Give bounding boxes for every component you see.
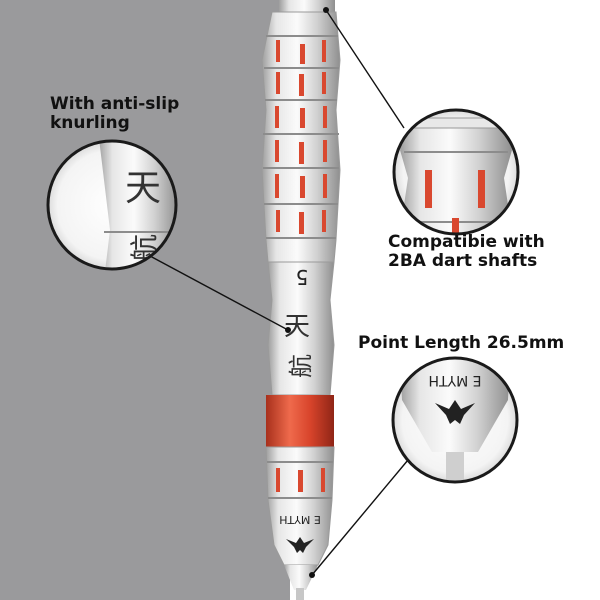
callout-line-point — [311, 459, 409, 576]
caption-point-length-text: Point Length 26.5mm — [358, 333, 565, 353]
caption-knurling-line2: knurling — [50, 113, 130, 133]
callout-line-top — [325, 9, 405, 129]
magnifier-knurling: 天 航 — [46, 139, 178, 271]
caption-knurling: With anti-slip knurling — [50, 95, 179, 133]
caption-point-length: Point Length 26.5mm — [358, 334, 564, 353]
svg-text:天: 天 — [125, 168, 161, 209]
magnified-brand: E MYTH — [428, 372, 481, 388]
caption-knurling-line1: With anti-slip — [50, 94, 180, 114]
engraved-brand: E MYTH — [279, 513, 321, 526]
lower-red-slots — [276, 468, 325, 492]
caption-compat-line2: 2BA dart shafts — [388, 251, 538, 271]
engraved-glyph-2: 航 — [287, 354, 315, 378]
svg-text:航: 航 — [128, 234, 161, 262]
eagle-emblem-icon — [286, 537, 314, 553]
white-background-panel — [290, 0, 600, 600]
caption-compat-line1: Compatibie with — [388, 232, 545, 252]
gray-background-panel — [0, 0, 290, 600]
point-taper — [284, 565, 318, 590]
lower-grooves — [267, 461, 333, 499]
callout-lines — [149, 9, 409, 576]
dart-barrel: 5 天 航 E MYTH — [261, 0, 341, 600]
engraved-number: 5 — [296, 265, 309, 289]
caption-compatibility: Compatibie with 2BA dart shafts — [388, 233, 545, 271]
red-accent-band — [266, 395, 334, 447]
engraved-glyph-1: 天 — [284, 312, 310, 342]
callout-line-knurl — [149, 255, 289, 331]
magnifier-shaft-thread — [392, 108, 520, 236]
steel-point — [296, 588, 304, 600]
barrel-top-cap — [279, 0, 335, 12]
barrel-grooves — [263, 35, 339, 239]
callout-dots — [285, 7, 329, 578]
magnifier-point: E MYTH — [391, 356, 519, 484]
red-knurl-slots — [275, 40, 327, 234]
